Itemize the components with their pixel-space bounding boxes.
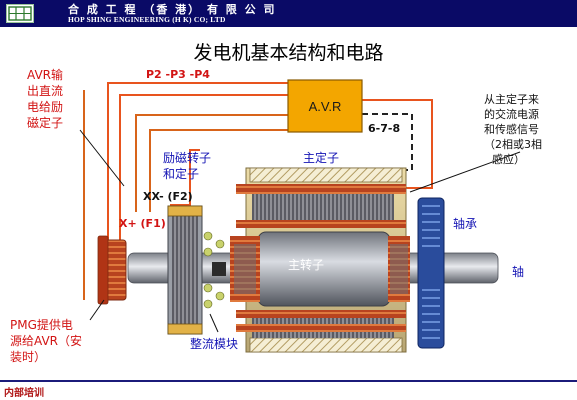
main-stator-signal-label-5: 感应）: [492, 152, 525, 166]
company-name-en: HOP SHING ENGINEERING (H K) CO; LTD: [68, 15, 226, 24]
avr-box: [287, 79, 363, 133]
main-stator-core-top: [252, 194, 394, 220]
footer-label: 内部培训: [4, 388, 44, 399]
rectifier-module-label: 整流模块: [190, 336, 238, 351]
sense-terminals-label: 6-7-8: [368, 122, 400, 135]
main-stator-label: 主定子: [303, 150, 339, 165]
avr-output-label-1: AVR输: [27, 67, 63, 82]
avr-output-label-3: 电给励: [27, 100, 63, 114]
wire-x-f1: [107, 82, 290, 240]
footer-divider: [0, 380, 577, 382]
avr-label: A.V.R: [309, 99, 342, 114]
pmg: [97, 235, 127, 305]
wire-p2: [149, 129, 290, 212]
exciter-label-2: 和定子: [163, 166, 199, 181]
wiring: [83, 82, 433, 300]
company-name-cn: 合 成 工 程 （香 港） 有 限 公 司: [68, 3, 277, 16]
wire-xx-f2: [119, 94, 290, 240]
main-stator-winding-top: [236, 184, 406, 194]
company-header: 合 成 工 程 （香 港） 有 限 公 司 HOP SHING ENGINEER…: [0, 0, 577, 27]
page-title: 发电机基本结构和电路: [193, 42, 384, 64]
shaft-label: 轴: [512, 264, 524, 279]
frame-top-hatch: [249, 167, 403, 183]
logo-mark-icon: [8, 6, 32, 21]
exciter-label-1: 励磁转子: [163, 150, 211, 165]
xx-f2-label: XX- (F2): [143, 190, 193, 203]
company-logo: [6, 4, 34, 23]
avr-output-label-2: 出直流: [27, 84, 63, 98]
wire-f2: [170, 149, 200, 206]
p-terminals-label: P2 -P3 -P4: [146, 68, 210, 81]
leader-lines: [79, 129, 521, 333]
main-stator-signal-label-3: 和传感信号: [484, 123, 539, 136]
main-stator-winding-bottom: [236, 324, 406, 332]
frame-bottom-hatch: [249, 337, 403, 353]
pmg-label-2: 源给AVR（安: [10, 333, 82, 348]
avr-unit: A.V.R: [287, 79, 363, 133]
pmg-label-1: PMG提供电: [10, 317, 73, 332]
wire-avr-to-stator: [362, 99, 433, 189]
main-stator-signal-label-1: 从主定子来: [484, 92, 539, 106]
main-stator-inner-top: [236, 220, 406, 228]
x-f1-label: X+ (F1): [119, 217, 166, 230]
pmg-label-3: 装时）: [10, 350, 46, 364]
wire-p3: [135, 114, 290, 212]
main-rotor-label: 主转子: [288, 257, 324, 272]
bearing-label: 轴承: [453, 216, 477, 231]
bearing: [417, 197, 445, 349]
avr-output-label-4: 磁定子: [27, 115, 63, 130]
main-stator-signal-label-4: （2相或3相: [484, 138, 542, 151]
main-stator-inner-bottom: [236, 310, 406, 318]
generator-body: [97, 167, 499, 353]
generator-diagram: A.V.R: [10, 67, 542, 364]
exciter: [167, 205, 226, 335]
rectifier-block: [212, 262, 226, 276]
main-stator-signal-label-2: 的交流电源: [484, 107, 539, 121]
